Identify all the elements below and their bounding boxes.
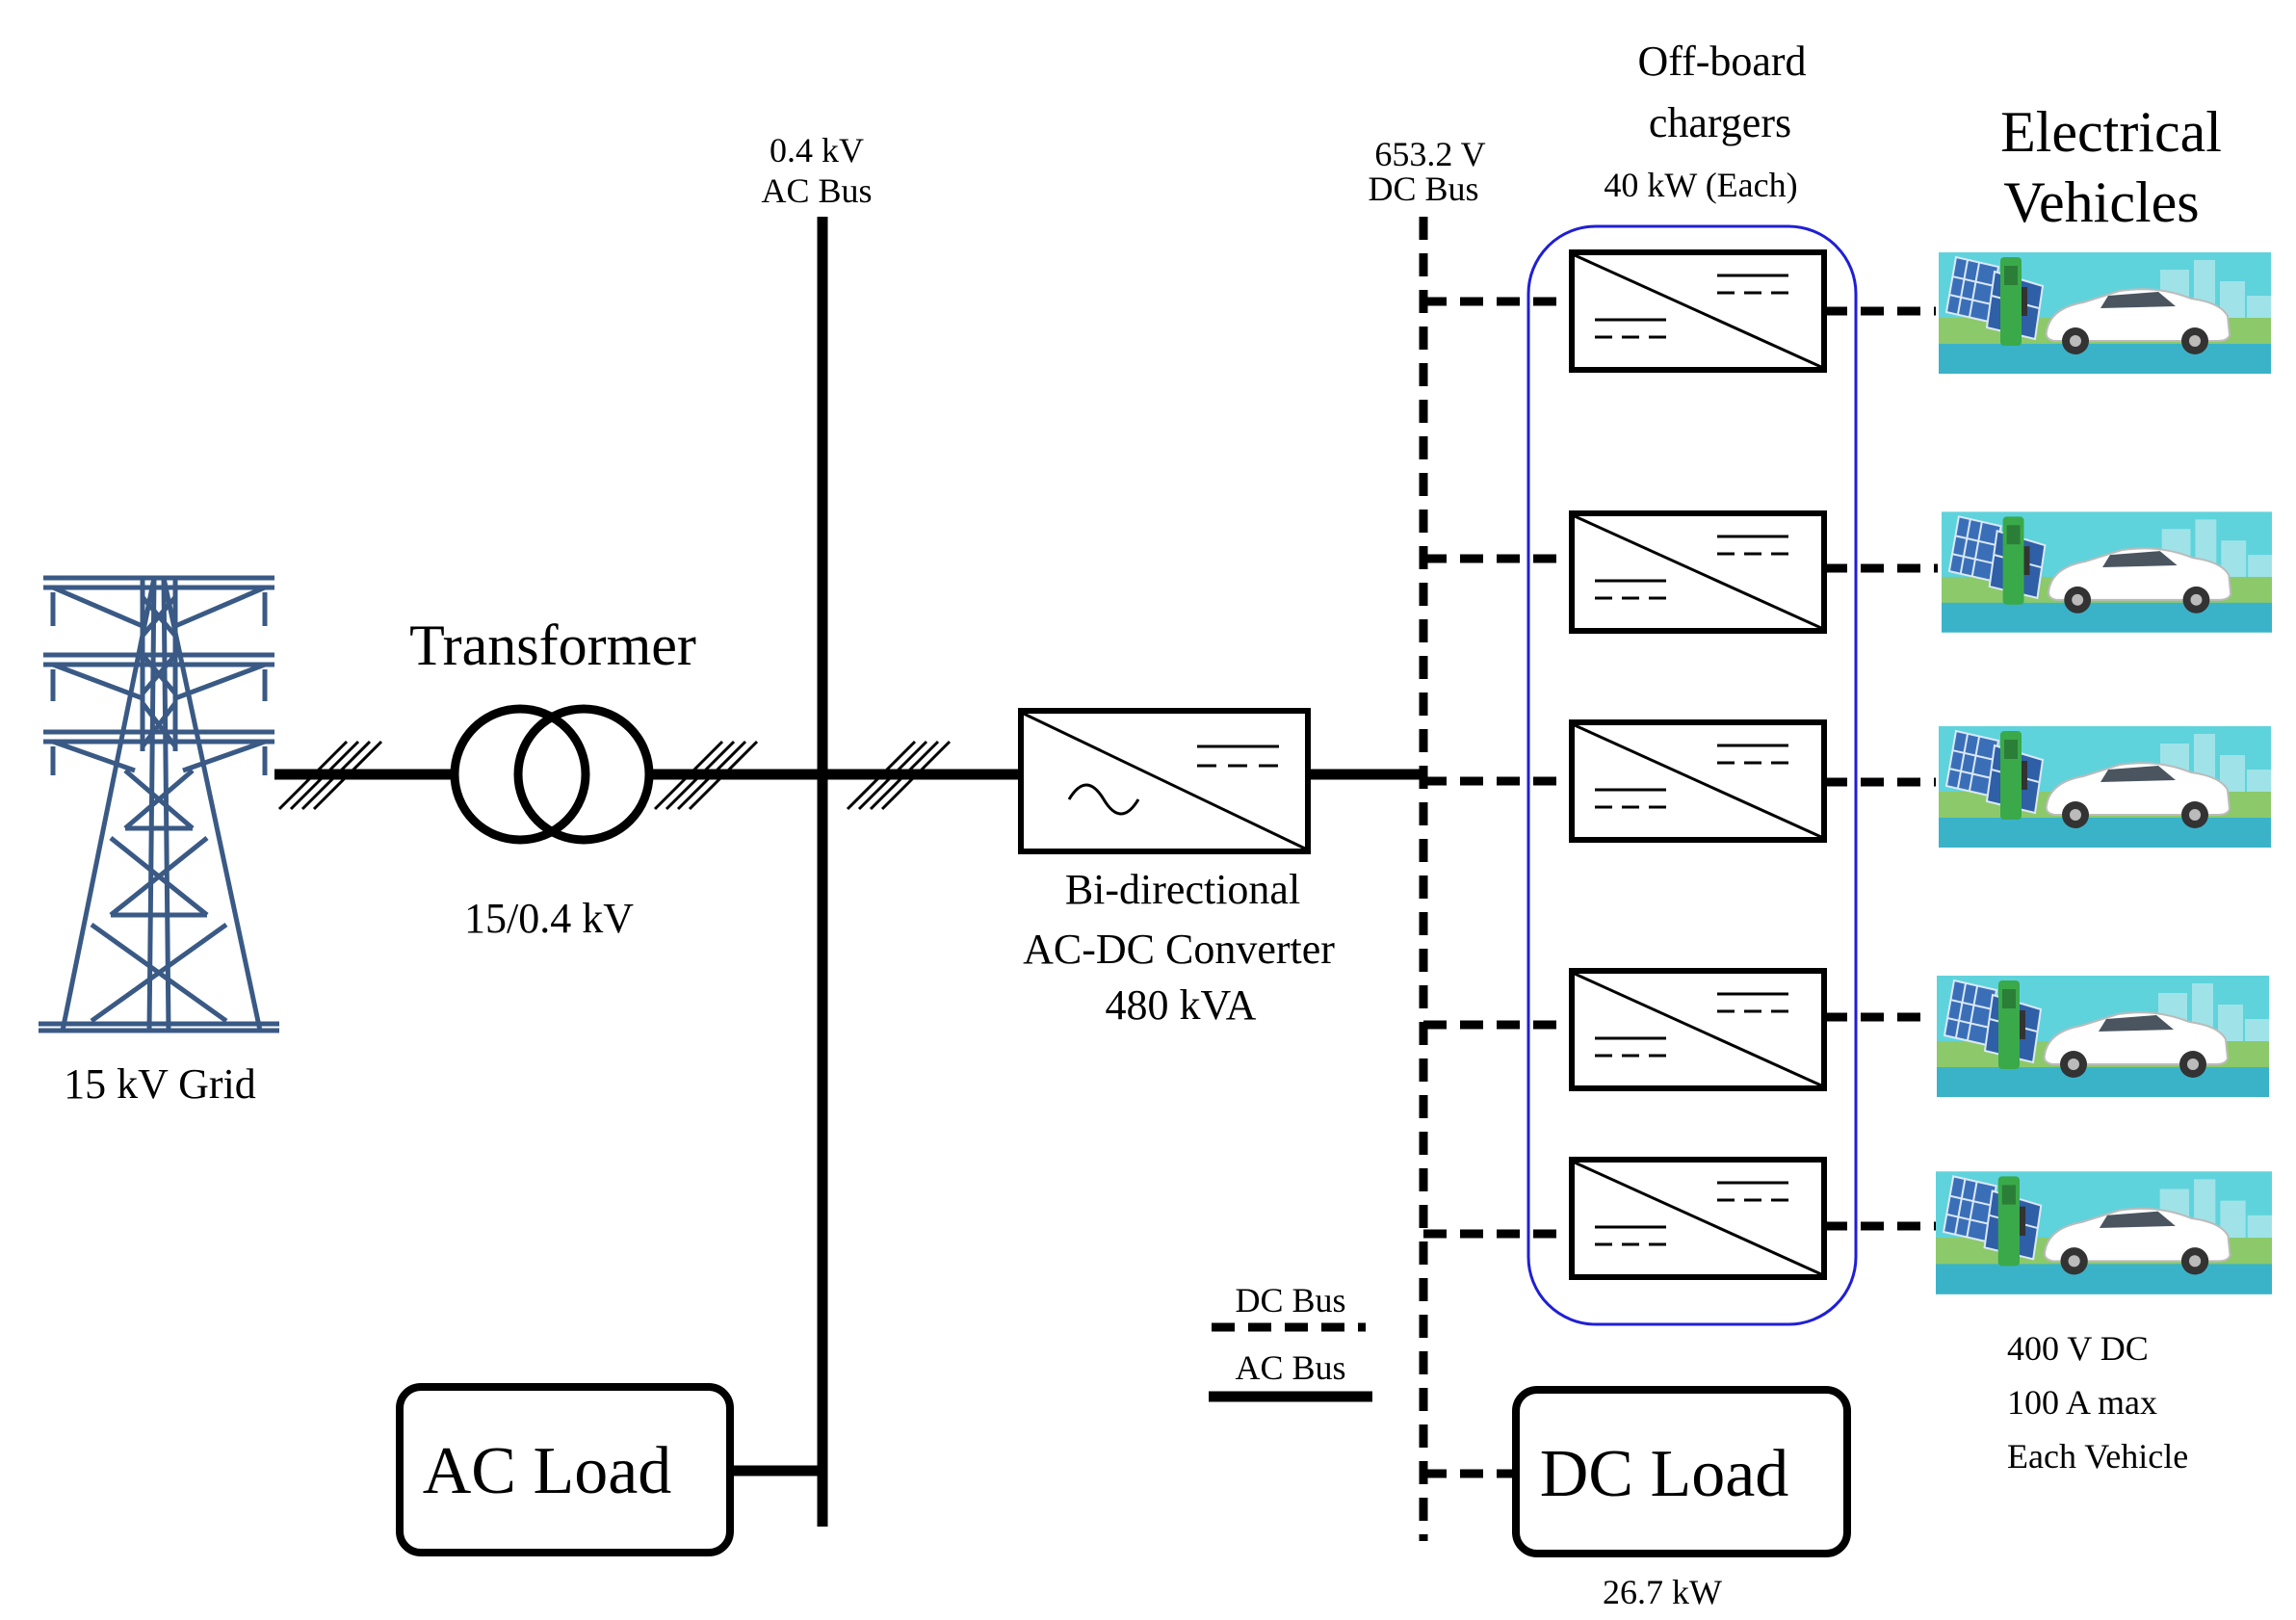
- legend: DC Bus AC Bus: [1209, 1281, 1372, 1402]
- ac-bus-voltage: 0.4 kV: [770, 131, 864, 170]
- converter-rating: 480 kVA: [1106, 981, 1257, 1029]
- transformer-rating: 15/0.4 kV: [464, 895, 634, 942]
- legend-ac-label: AC Bus: [1235, 1348, 1345, 1387]
- ac-bus-name: AC Bus: [761, 171, 872, 210]
- three-phase-line-grid: [274, 740, 453, 811]
- electric-vehicle-icon: [1942, 510, 2272, 634]
- electric-vehicle-icon: [1938, 252, 2272, 374]
- vehicle-spec-current: 100 A max: [2007, 1383, 2157, 1422]
- charger-1: [1423, 249, 1936, 373]
- charger-2: [1423, 510, 1938, 634]
- ac-sine-icon: [1067, 783, 1140, 816]
- grid-label: 15 kV Grid: [64, 1060, 256, 1108]
- transformer-icon: [450, 704, 654, 845]
- dc-load-box: [1512, 1386, 1851, 1557]
- electric-vehicle-icon: [1938, 726, 2272, 848]
- dc-bus-voltage: 653.2 V: [1374, 135, 1485, 173]
- dc-load-rating: 26.7 kW: [1603, 1573, 1722, 1611]
- three-phase-line-ac: [649, 740, 1021, 811]
- vehicles-title-line1: Electrical: [2000, 100, 2222, 164]
- charger-4: [1423, 968, 1934, 1091]
- transformer-title: Transformer: [409, 614, 696, 677]
- electric-vehicle-icon: [1936, 1170, 2272, 1295]
- dc-bus-name: DC Bus: [1368, 170, 1478, 208]
- chargers-rating: 40 kW (Each): [1604, 166, 1797, 204]
- dc-symbol-icon: [1197, 745, 1279, 768]
- vehicle-spec-note: Each Vehicle: [2007, 1437, 2188, 1476]
- dc-load-label: DC Load: [1540, 1437, 1789, 1511]
- vehicles-title-line2: Vehicles: [2003, 170, 2199, 234]
- chargers-title-line1: Off-board: [1637, 38, 1806, 85]
- chargers-group-outline: [1526, 224, 1858, 1326]
- chargers-title-line2: chargers: [1649, 99, 1791, 146]
- transmission-tower-icon: [39, 575, 279, 1033]
- converter-line2: AC-DC Converter: [1023, 926, 1335, 973]
- converter-line1: Bi-directional: [1065, 866, 1300, 913]
- ac-load-label: AC Load: [423, 1434, 672, 1508]
- ac-load-box: [396, 1383, 734, 1556]
- legend-dc-label: DC Bus: [1235, 1281, 1345, 1320]
- ac-dc-converter: [1018, 708, 1311, 854]
- electric-vehicle-icon: [1935, 976, 2271, 1097]
- charger-5: [1423, 1157, 1936, 1280]
- vehicle-spec-voltage: 400 V DC: [2007, 1329, 2149, 1368]
- charger-3: [1423, 719, 1936, 843]
